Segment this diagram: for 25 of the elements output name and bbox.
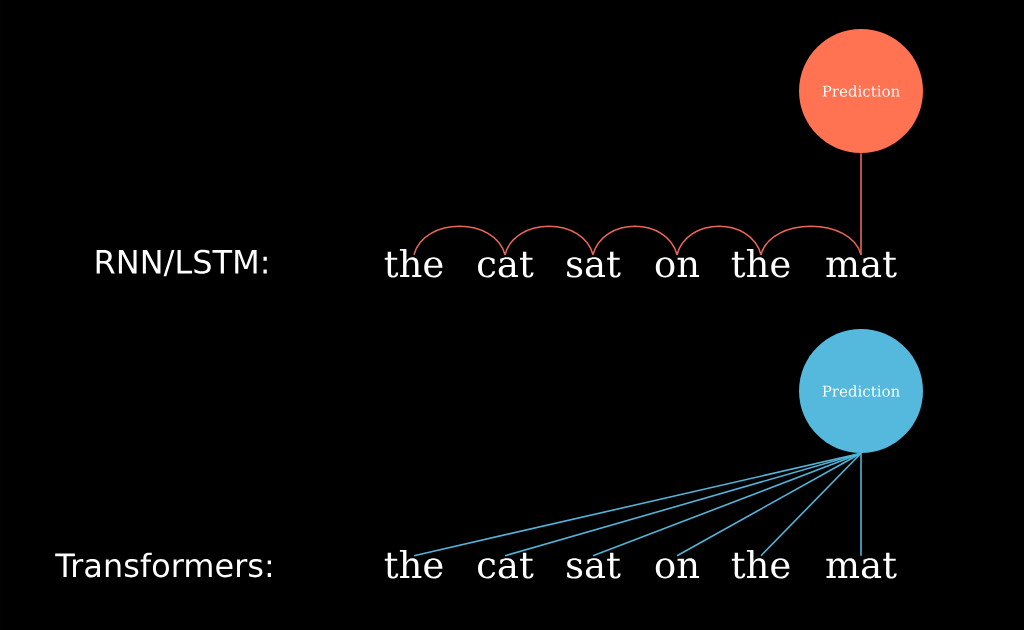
connector-line [413,452,862,557]
word: sat [567,251,621,278]
connector-line [676,452,862,557]
connector-line [413,225,506,256]
connector-line [760,225,862,256]
word: mat [826,251,897,278]
connector-line [592,452,862,557]
connector-line [860,152,862,256]
word: on [655,257,700,278]
connector-line [504,225,594,256]
word: sat [567,552,621,579]
connector-line [676,225,762,256]
connector-line [760,452,862,557]
word: the [731,549,790,579]
connector-line [860,452,862,557]
row-label: RNN/LSTM: [96,249,267,277]
word: the [731,248,790,278]
row-label: Transformers: [55,552,271,578]
word: cat [478,552,534,579]
word: the [384,248,443,278]
word: cat [478,251,534,278]
word: mat [826,552,897,579]
connector-line [592,225,678,256]
word: on [655,558,700,579]
word: the [384,549,443,579]
